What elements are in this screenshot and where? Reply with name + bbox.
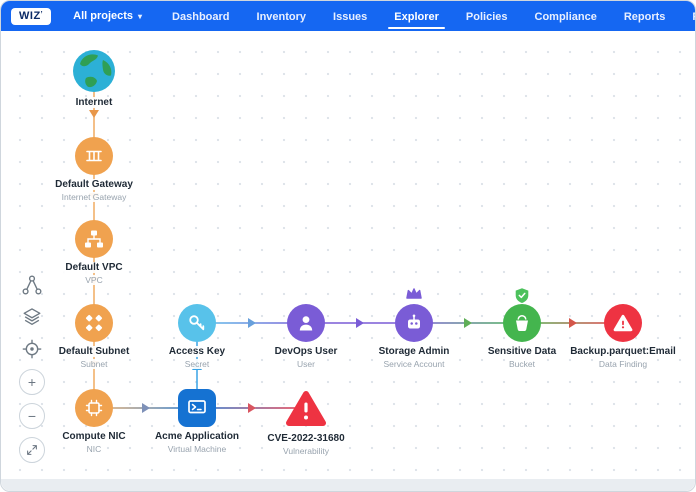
service-account-robot-icon (408, 314, 420, 329)
crosshair-icon (22, 339, 42, 359)
wiz-logo-text: WIZ (19, 9, 41, 22)
node-default-subnet[interactable]: Default Subnet Subnet (37, 304, 151, 370)
vulnerability-warning-icon (286, 391, 326, 426)
canvas-toolbar: + − (19, 273, 45, 463)
data-shield-icon (514, 287, 530, 309)
node-label: Default Gateway (52, 179, 136, 190)
node-label: Storage Admin (375, 346, 453, 357)
node-acme-application[interactable]: Acme Application Virtual Machine (140, 389, 254, 455)
graph-canvas[interactable]: Internet Default Gateway Internet Gatewa… (1, 31, 695, 481)
bucket-icon (516, 314, 528, 332)
user-icon (299, 316, 313, 331)
main-nav: Dashboard Inventory Issues Explorer Poli… (172, 4, 695, 29)
node-internet[interactable]: Internet (37, 49, 151, 110)
globe-icon (73, 50, 115, 92)
layers-button[interactable] (19, 305, 45, 329)
node-sublabel: Bucket (506, 358, 538, 369)
wiz-logo[interactable]: WIZʼ (11, 7, 52, 25)
node-label: DevOps User (271, 346, 341, 357)
internet-gateway-icon (86, 150, 102, 162)
node-default-vpc[interactable]: Default VPC VPC (37, 220, 151, 286)
node-label: Default VPC (62, 262, 126, 273)
node-label: Backup.parquet:Email (567, 346, 679, 357)
node-sublabel: Subnet (77, 358, 111, 369)
layers-icon (23, 308, 41, 326)
node-label: Access Key (165, 346, 229, 357)
node-sublabel: VPC (82, 274, 106, 285)
node-label: Internet (72, 97, 116, 108)
node-access-key[interactable]: Access Key Secret (140, 304, 254, 370)
nav-item-projects[interactable]: Projects (692, 4, 695, 29)
nav-item-compliance[interactable]: Compliance (534, 10, 597, 23)
expand-arrows-icon (27, 445, 37, 455)
node-devops-user[interactable]: DevOps User User (249, 304, 363, 370)
minus-icon: − (27, 408, 37, 424)
node-sublabel: NIC (83, 443, 105, 454)
node-sublabel: Secret (181, 358, 213, 369)
node-sublabel: Data Finding (595, 358, 651, 369)
node-sublabel: Virtual Machine (164, 443, 230, 454)
bottom-window-edge (1, 479, 695, 491)
node-sublabel: Vulnerability (280, 445, 332, 456)
project-selector-label: All projects (73, 10, 134, 22)
nav-item-policies[interactable]: Policies (465, 10, 508, 23)
plus-icon: + (27, 374, 37, 390)
node-label: CVE-2022-31680 (264, 433, 348, 444)
node-sublabel: User (294, 358, 318, 369)
wiz-logo-mark: ʼ (40, 10, 44, 18)
nav-item-issues[interactable]: Issues (333, 10, 368, 23)
chevron-down-icon: ▾ (138, 11, 143, 21)
graph-layout-button[interactable] (19, 273, 45, 297)
admin-crown-icon (405, 287, 423, 305)
data-finding-warning-icon (613, 314, 633, 332)
locate-button[interactable] (19, 337, 45, 361)
node-storage-admin[interactable]: Storage Admin Service Account (357, 288, 471, 370)
node-label: Default Subnet (55, 346, 133, 357)
vpc-icon (85, 230, 103, 248)
node-label: Sensitive Data (484, 346, 560, 357)
nav-item-inventory[interactable]: Inventory (256, 10, 307, 23)
top-nav: WIZʼ All projects ▾ Dashboard Inventory … (1, 1, 695, 31)
project-selector[interactable]: All projects ▾ (73, 10, 142, 22)
nic-chip-icon (85, 399, 103, 417)
key-icon (189, 315, 205, 331)
node-label: Compute NIC (59, 431, 129, 442)
virtual-machine-icon (188, 400, 206, 414)
fit-screen-button[interactable] (19, 437, 45, 463)
node-compute-nic[interactable]: Compute NIC NIC (37, 389, 151, 455)
node-sensitive-data[interactable]: Sensitive Data Bucket (465, 288, 579, 370)
graph-layout-icon (22, 275, 42, 295)
node-backup-parquet-email[interactable]: Backup.parquet:Email Data Finding (566, 304, 680, 370)
zoom-out-button[interactable]: − (19, 403, 45, 429)
node-label: Acme Application (151, 431, 243, 442)
node-sublabel: Service Account (380, 358, 448, 369)
node-cve-2022-31680[interactable]: CVE-2022-31680 Vulnerability (249, 389, 363, 457)
nav-item-dashboard[interactable]: Dashboard (172, 10, 230, 23)
nav-item-reports[interactable]: Reports (623, 10, 666, 23)
zoom-in-button[interactable]: + (19, 369, 45, 395)
nav-item-explorer[interactable]: Explorer (388, 4, 445, 29)
node-sublabel: Internet Gateway (58, 191, 130, 202)
subnet-icon (85, 314, 103, 332)
node-default-gateway[interactable]: Default Gateway Internet Gateway (37, 137, 151, 203)
